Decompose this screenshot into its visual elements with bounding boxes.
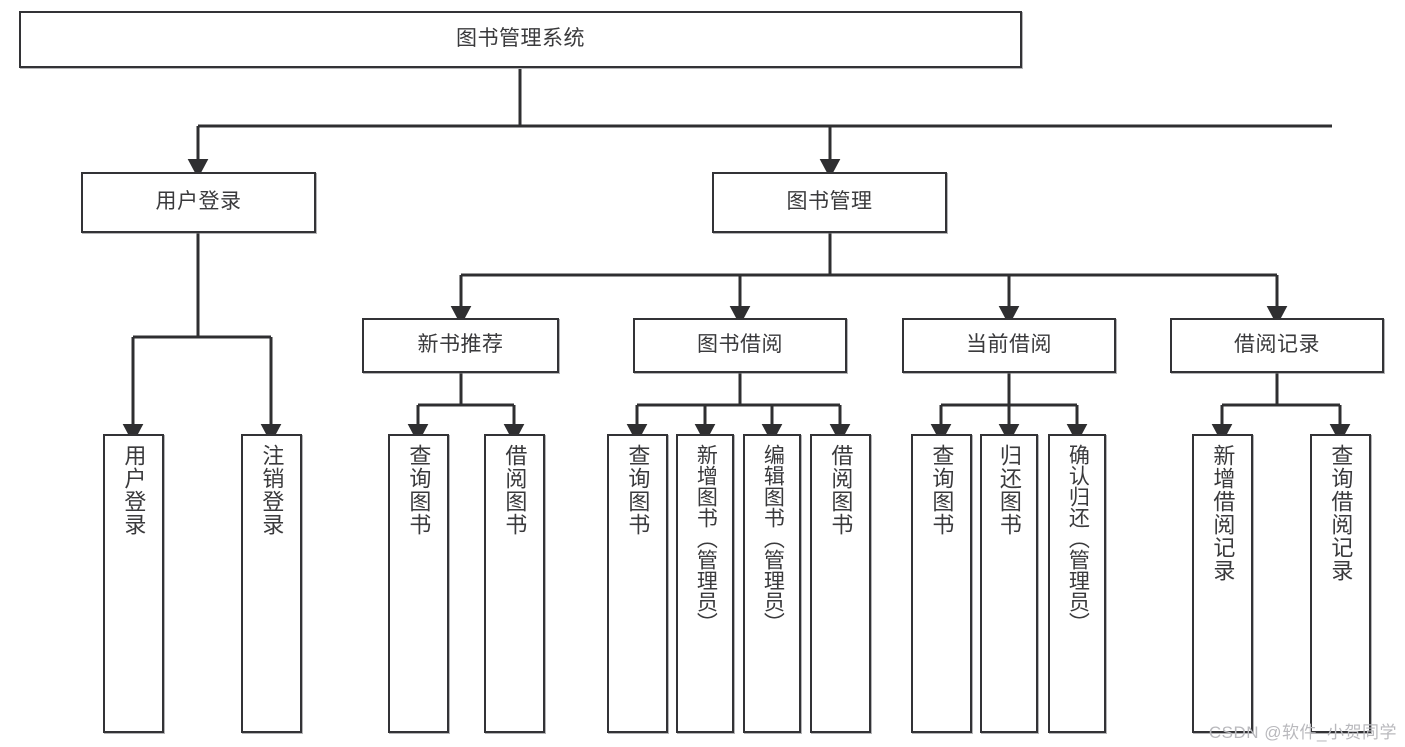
node-user-login[interactable]: 用户登录 xyxy=(81,172,316,233)
node-borrow-record[interactable]: 借阅记录 xyxy=(1170,318,1384,373)
node-root[interactable]: 图书管理系统 xyxy=(19,11,1022,68)
leaf-return-book-label: 归还图书 xyxy=(996,444,1022,536)
leaf-query-book-current-label: 查询图书 xyxy=(929,444,955,536)
leaf-edit-book-admin-label: 编辑图书（管理员） xyxy=(761,444,785,633)
node-book-manage[interactable]: 图书管理 xyxy=(712,172,947,233)
leaf-query-book-current[interactable]: 查询图书 xyxy=(911,434,972,733)
node-book-manage-label: 图书管理 xyxy=(786,190,873,214)
node-current-borrow-label: 当前借阅 xyxy=(966,333,1052,357)
node-user-login-label: 用户登录 xyxy=(155,190,242,214)
leaf-user-login-label: 用户登录 xyxy=(121,444,147,536)
leaf-borrow-book-borrow-label: 借阅图书 xyxy=(828,444,854,536)
leaf-user-login[interactable]: 用户登录 xyxy=(103,434,164,733)
leaf-borrow-book-recommend[interactable]: 借阅图书 xyxy=(484,434,545,733)
node-book-borrow-label: 图书借阅 xyxy=(697,333,783,357)
leaf-return-book[interactable]: 归还图书 xyxy=(980,434,1038,733)
leaf-borrow-book-recommend-label: 借阅图书 xyxy=(502,444,528,536)
leaf-confirm-return-admin[interactable]: 确认归还（管理员） xyxy=(1048,434,1106,733)
leaf-query-borrow-record[interactable]: 查询借阅记录 xyxy=(1310,434,1371,733)
node-new-book-recommend-label: 新书推荐 xyxy=(417,333,504,357)
leaf-add-book-admin-label: 新增图书（管理员） xyxy=(694,444,718,633)
node-current-borrow[interactable]: 当前借阅 xyxy=(902,318,1116,373)
leaf-query-borrow-record-label: 查询借阅记录 xyxy=(1328,444,1354,582)
node-book-borrow[interactable]: 图书借阅 xyxy=(633,318,847,373)
node-root-label: 图书管理系统 xyxy=(456,27,585,51)
leaf-add-borrow-record[interactable]: 新增借阅记录 xyxy=(1192,434,1253,733)
leaf-query-book-recommend[interactable]: 查询图书 xyxy=(388,434,449,733)
leaf-confirm-return-admin-label: 确认归还（管理员） xyxy=(1066,444,1090,633)
node-borrow-record-label: 借阅记录 xyxy=(1234,333,1320,357)
leaf-query-book-recommend-label: 查询图书 xyxy=(406,444,432,536)
leaf-query-book-borrow-label: 查询图书 xyxy=(625,444,651,536)
node-new-book-recommend[interactable]: 新书推荐 xyxy=(362,318,559,373)
leaf-query-book-borrow[interactable]: 查询图书 xyxy=(607,434,668,733)
leaf-logout-login[interactable]: 注销登录 xyxy=(241,434,302,733)
leaf-logout-login-label: 注销登录 xyxy=(259,444,285,536)
leaf-add-borrow-record-label: 新增借阅记录 xyxy=(1210,444,1236,582)
watermark: CSDN @软件_小贺同学 xyxy=(1208,723,1397,742)
leaf-add-book-admin[interactable]: 新增图书（管理员） xyxy=(676,434,734,733)
leaf-edit-book-admin[interactable]: 编辑图书（管理员） xyxy=(743,434,801,733)
leaf-borrow-book-borrow[interactable]: 借阅图书 xyxy=(810,434,871,733)
